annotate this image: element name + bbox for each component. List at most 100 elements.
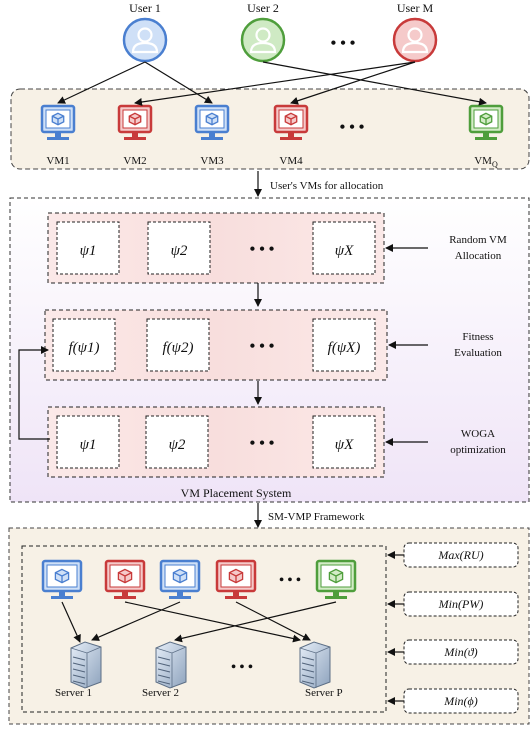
server-label: Server 2 [142,687,179,699]
stage-label: Evaluation [454,347,502,359]
vm-cube-icon [228,568,244,584]
arrow [134,61,416,106]
stage-label: Allocation [455,250,502,262]
framework-vm-icon [104,559,146,599]
vm-server-arrows [61,601,337,643]
framework-vm-icon [41,559,83,599]
row-ellipsis: • • • [250,435,275,452]
objective-label: Min(ϑ) [443,645,477,659]
vm-icon [273,104,309,140]
vm-row: VM1 VM2 VM3 VM4 [40,104,504,167]
solution-cell [146,318,210,372]
solution-label: ψX [335,243,354,259]
solution-label: ψX [335,437,354,453]
vm-panel [10,88,530,170]
vm-cube-icon [479,112,493,126]
objective-label: Max(RU) [437,548,483,562]
vm-label: VM1 [46,155,69,167]
solution-cell [312,415,376,469]
framework-vms [41,559,357,599]
server-ellipsis: • • • [231,660,253,675]
user-label: User M [397,1,434,15]
placement-system-title: VM Placement System [181,486,292,500]
vm-label: VM2 [123,155,146,167]
vm-q-label: VMQ [474,155,498,169]
objective-label: Min(ϕ) [443,694,478,708]
solution-label: ψ1 [80,437,97,453]
framework-vm-icon [315,559,357,599]
vm-icon [40,104,76,140]
solution-label: ψ1 [80,243,97,259]
vm-cube-icon [205,112,219,126]
vm-cube-icon [328,568,344,584]
arrow [174,601,337,643]
stage-label: Fitness [462,331,493,343]
vm-cube-icon [51,112,65,126]
solution-cell [52,318,116,372]
framework-vm-ellipsis: • • • [279,573,301,588]
server-icon [299,641,331,689]
allocation-arrow-label: User's VMs for allocation [270,180,384,192]
server-icon [70,641,102,689]
objectives: Max(RU) Min(PW) Min(ϑ) Min(ϕ) [387,542,519,714]
user-label: User 2 [247,1,279,15]
vm-cube-icon [172,568,188,584]
vm-cube-icon [54,568,70,584]
vm-cube-icon [128,112,142,126]
vm-icon [117,104,153,140]
arrow [61,601,81,643]
objective-label: Min(PW) [438,597,484,611]
placement-rows: ψ1 ψ2 ψX • • • Random VM Allocation f(ψ1) f(ψ2)… [44,212,507,478]
solution-cell [147,221,211,275]
user-m: User M [392,1,438,63]
stage-label: Random VM [449,234,507,246]
servers: Server 1 Server 2 Server P [55,641,343,699]
framework-vm-icon [215,559,257,599]
vms-ellipsis: • • • [340,119,365,136]
solution-label: f(ψ2) [163,340,194,356]
solution-label: f(ψ1) [69,340,100,356]
user-2: User 2 [240,1,286,63]
solution-cell [56,221,120,275]
stage-label: optimization [450,444,506,456]
user-1: User 1 [122,1,168,63]
solution-cell [312,221,376,275]
placement-row: ψ1 ψ2 ψX • • • Random VM Allocation [47,212,507,284]
vm-cube-icon [284,112,298,126]
framework-arrow-label: SM-VMP Framework [268,511,365,523]
arrow [262,61,487,106]
users-ellipsis: • • • [331,35,356,52]
row-ellipsis: • • • [250,241,275,258]
stage-label: WOGA [461,428,495,440]
solution-cell [56,415,120,469]
vm-q-icon [468,104,504,140]
server-icon [155,641,187,689]
user-label: User 1 [129,1,161,15]
row-ellipsis: • • • [250,338,275,355]
feedback-loop-arrow [18,346,50,440]
arrow [235,601,311,641]
solution-cell [145,415,209,469]
server-label: Server P [305,687,343,699]
vm-icon [194,104,230,140]
framework-inner-box [21,545,387,713]
solution-label: ψ2 [171,243,188,259]
arrow [91,601,181,641]
server-label: Server 1 [55,687,92,699]
user-icon [392,17,438,63]
arrow [124,601,301,643]
solution-cell [312,318,376,372]
user-icon [240,17,286,63]
arrow [57,61,146,104]
solution-label: f(ψX) [328,340,361,356]
arrow [290,61,416,105]
vm-label: VM4 [279,155,303,167]
framework-vm-icon [159,559,201,599]
user-vm-arrows [57,61,487,106]
vm-cube-icon [117,568,133,584]
solution-label: ψ2 [169,437,186,453]
vm-label: VM3 [200,155,224,167]
placement-row: ψ1 ψ2 ψX • • • WOGA optimization [47,406,506,478]
